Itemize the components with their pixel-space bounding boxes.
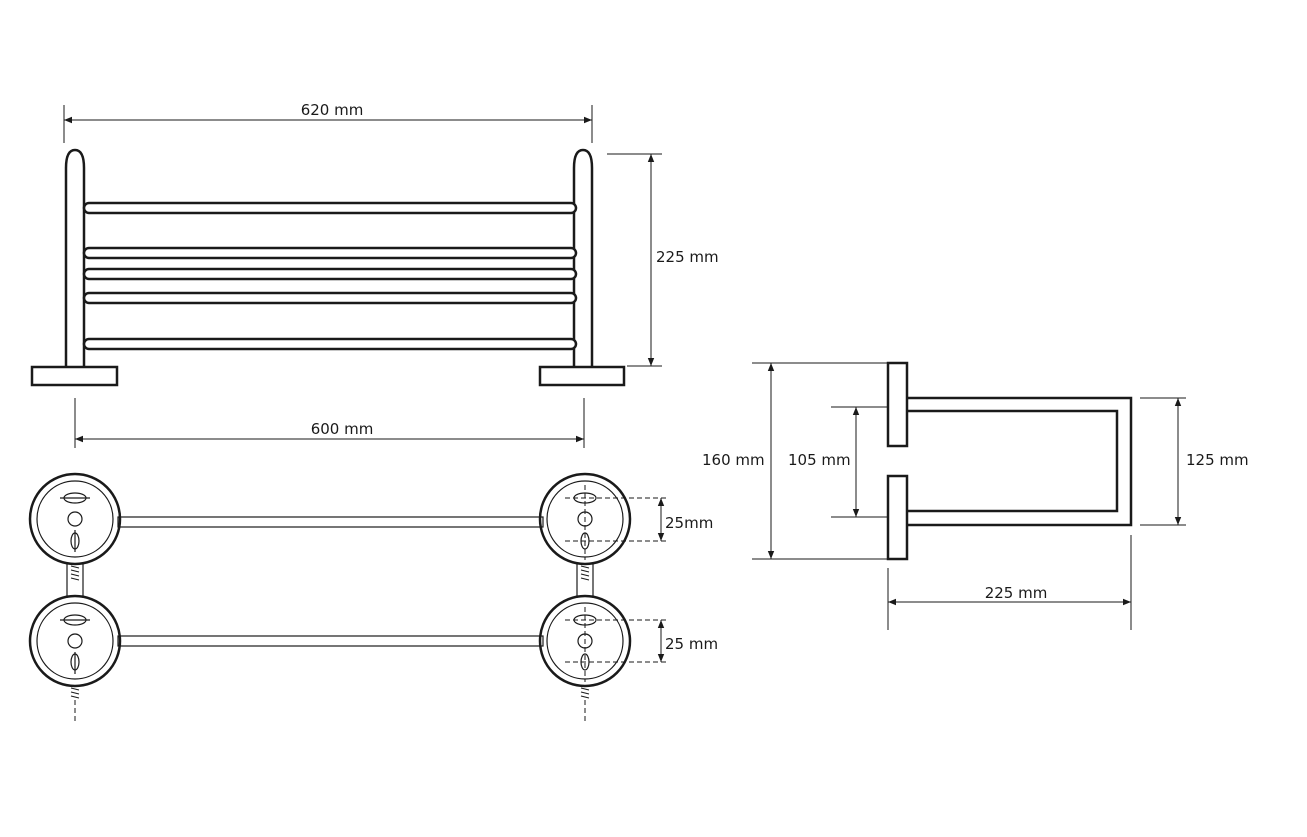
- wall-flange: [538, 594, 632, 688]
- left-foot: [30, 365, 119, 387]
- dimension-label-620: 620 mm: [301, 101, 364, 119]
- left-post: [64, 148, 86, 368]
- side-flange-upper: [886, 361, 909, 448]
- front-view: 620 mm 225 mm: [30, 101, 719, 387]
- right-post: [572, 148, 594, 368]
- dimension-label-25-lower: 25 mm: [665, 635, 718, 653]
- plan-row-upper: 25mm: [28, 472, 713, 566]
- rail: [82, 291, 578, 305]
- plan-bar: [117, 516, 544, 528]
- rails: [82, 201, 578, 351]
- plan-row-lower: 25 mm: [28, 594, 718, 722]
- side-view: 160 mm 105 mm 125 mm 225 mm: [702, 361, 1249, 630]
- right-foot: [538, 365, 626, 387]
- wall-flange: [28, 472, 122, 566]
- screw-thread: [580, 687, 590, 699]
- side-flange-lower: [886, 474, 909, 561]
- dimension-label-160: 160 mm: [702, 451, 765, 469]
- rail: [82, 337, 578, 351]
- screw-thread: [70, 687, 80, 699]
- screw-thread: [580, 565, 590, 581]
- plan-connectors: [66, 562, 594, 598]
- dimension-label-600: 600 mm: [311, 420, 374, 438]
- side-bracket: [907, 396, 1133, 527]
- plan-view: 600 mm 25mm: [28, 398, 718, 722]
- dimension-label-225-height: 225 mm: [656, 248, 719, 266]
- rail: [82, 246, 578, 260]
- screw-thread: [70, 565, 80, 581]
- plan-bar: [117, 635, 544, 647]
- dimension-label-225-depth: 225 mm: [985, 584, 1048, 602]
- rail: [82, 201, 578, 215]
- rail: [82, 267, 578, 281]
- dimension-label-105: 105 mm: [788, 451, 851, 469]
- wall-flange: [538, 472, 632, 566]
- dimension-label-125: 125 mm: [1186, 451, 1249, 469]
- wall-flange: [28, 594, 122, 688]
- dimension-label-25-upper: 25mm: [665, 514, 713, 532]
